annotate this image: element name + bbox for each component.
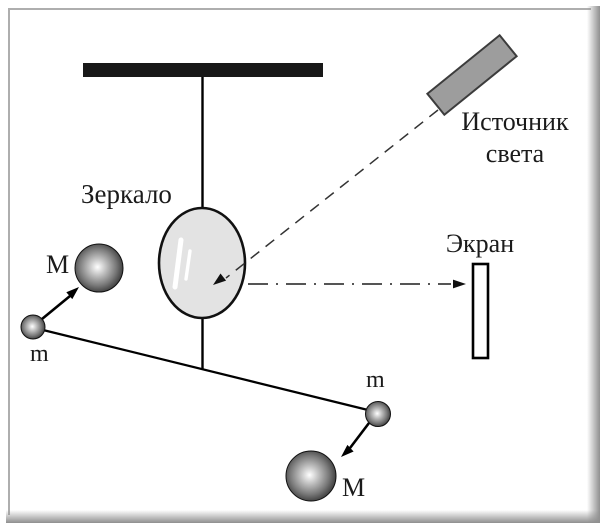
small-mass-right-label: m <box>366 367 385 393</box>
ceiling-bar <box>83 63 323 77</box>
attraction-arrow-right-head <box>341 444 354 457</box>
large-mass-left-sphere <box>74 243 124 293</box>
mirror <box>157 206 247 320</box>
incident-ray-arrowhead <box>213 273 227 285</box>
large-mass-right-sphere <box>285 450 337 502</box>
frame-border-right <box>587 6 600 523</box>
frame-border-left <box>8 8 10 515</box>
reflected-ray-arrowhead <box>453 279 466 289</box>
frame-border-top <box>8 8 591 10</box>
screen-label: Экран <box>445 229 515 258</box>
attraction-arrow-left-head <box>66 287 79 300</box>
incident-ray <box>225 109 439 279</box>
small-mass-left-label: m <box>30 341 49 367</box>
large-mass-left-label: M <box>46 250 70 279</box>
mirror-glint-large <box>172 237 184 290</box>
small-mass-left-sphere <box>20 314 46 340</box>
screen <box>471 262 490 360</box>
light-source-label-line2: света <box>485 139 545 168</box>
large-mass-right-label: M <box>342 473 366 502</box>
frame-border-bottom <box>6 510 600 523</box>
light-source <box>425 33 519 117</box>
light-source-label: Источник света <box>448 106 582 170</box>
balance-rod <box>42 328 369 412</box>
attraction-arrow-right <box>348 422 371 449</box>
light-source-label-line1: Источник <box>461 107 569 136</box>
mirror-label: Зеркало <box>81 179 172 209</box>
attraction-arrow-left <box>41 294 71 321</box>
mirror-glint-small <box>184 249 192 281</box>
small-mass-right-sphere <box>365 401 391 427</box>
